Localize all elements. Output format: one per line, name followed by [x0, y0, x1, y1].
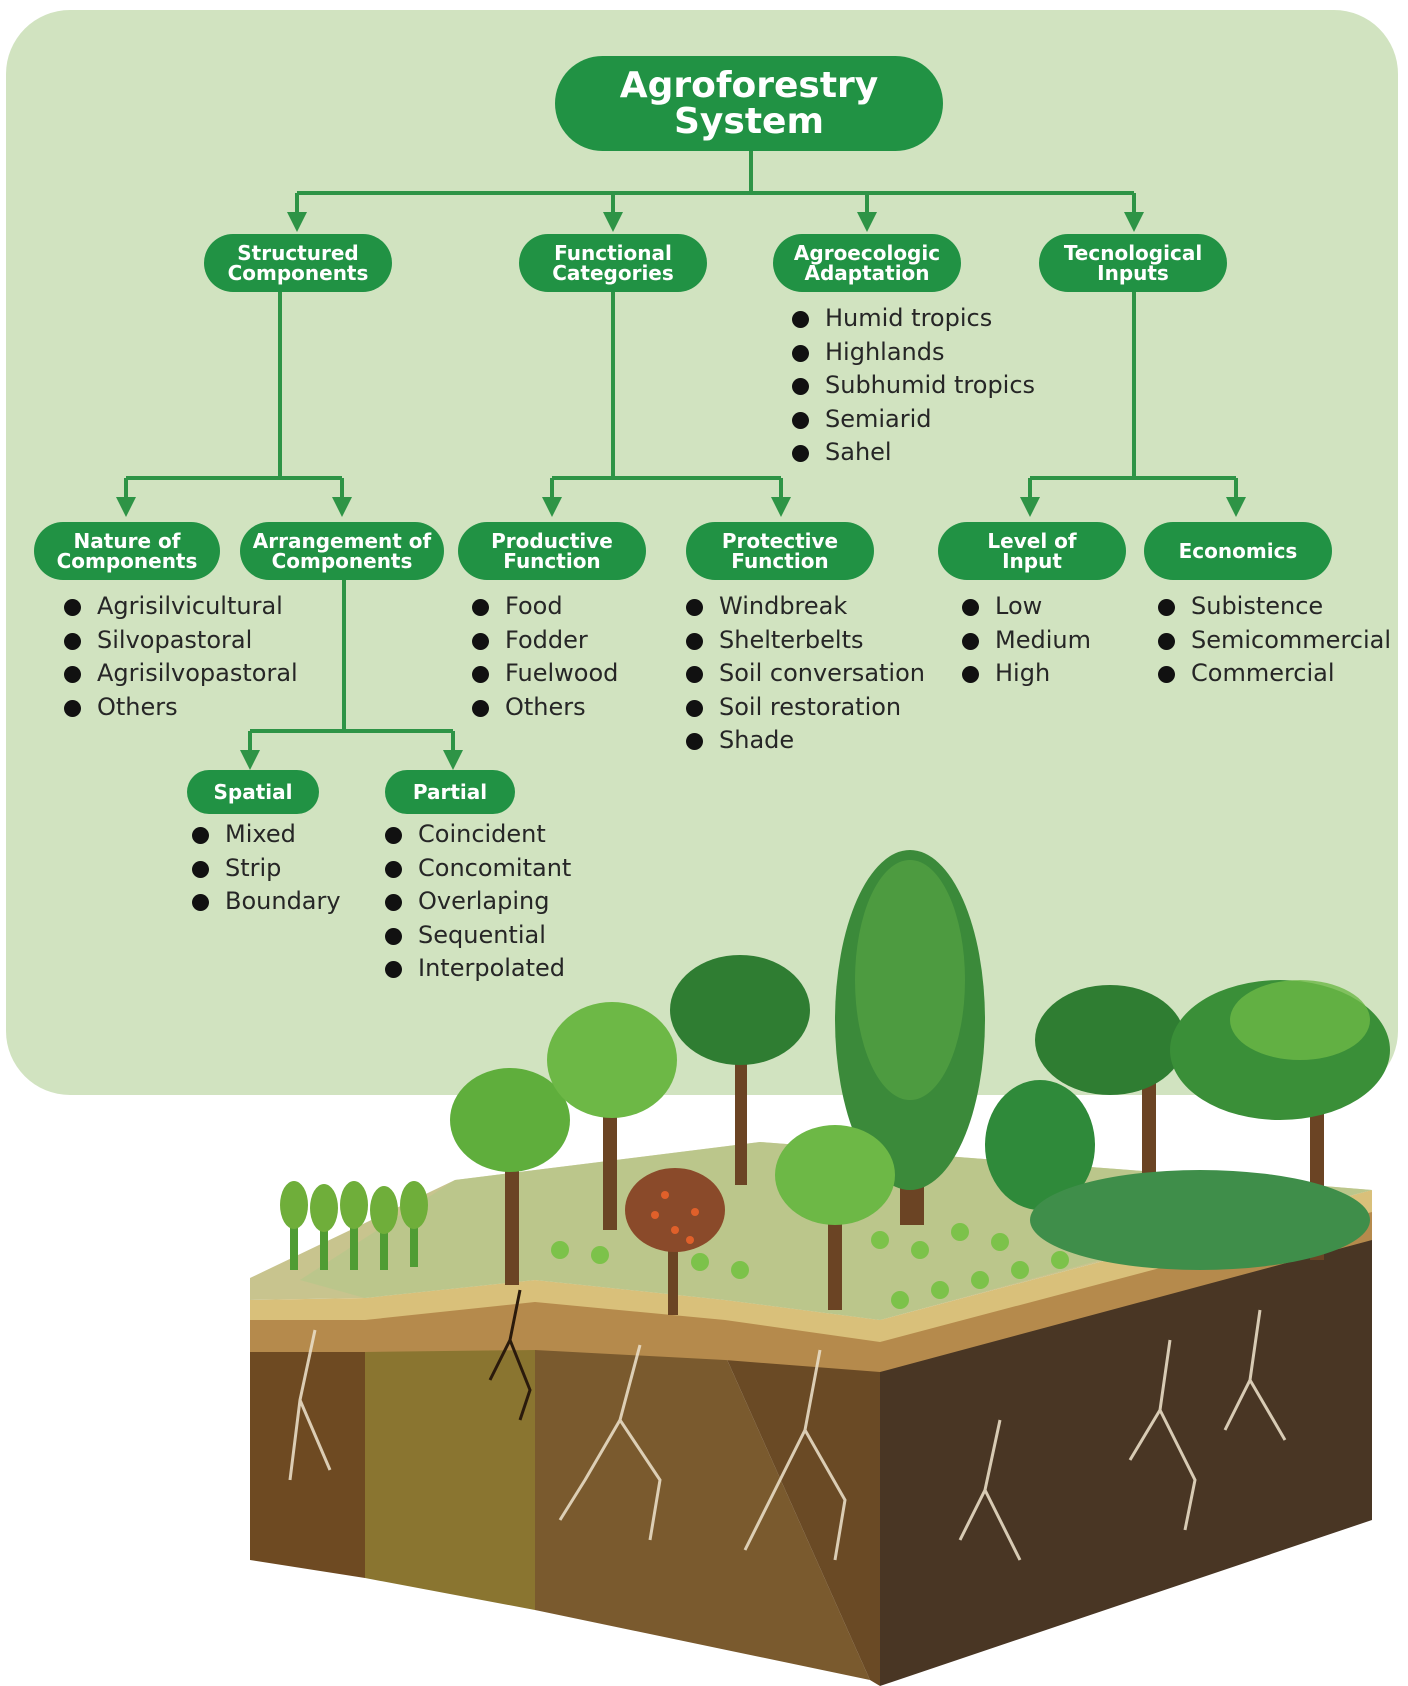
- list-item: Agrisilvicultural: [64, 590, 298, 624]
- list-item: Commercial: [1158, 657, 1391, 691]
- protective-list: Windbreak Shelterbelts Soil conversation…: [686, 590, 925, 758]
- level-input-list: Low Medium High: [962, 590, 1091, 691]
- list-item: Others: [472, 691, 618, 725]
- list-item: Shelterbelts: [686, 624, 925, 658]
- list-item: Shade: [686, 724, 925, 758]
- list-item: Soil conversation: [686, 657, 925, 691]
- list-item: Windbreak: [686, 590, 925, 624]
- partial-node: Partial: [385, 770, 515, 814]
- list-item: Fuelwood: [472, 657, 618, 691]
- list-item: Highlands: [792, 336, 1035, 370]
- nature-list: Agrisilvicultural Silvopastoral Agrisilv…: [64, 590, 298, 724]
- list-item: Soil restoration: [686, 691, 925, 725]
- functional-categories-node: Functional Categories: [519, 234, 707, 292]
- list-item: Interpolated: [385, 952, 571, 986]
- list-item: Food: [472, 590, 618, 624]
- list-item: Low: [962, 590, 1091, 624]
- productive-list: Food Fodder Fuelwood Others: [472, 590, 618, 724]
- list-item: Sequential: [385, 919, 571, 953]
- technological-inputs-node: Tecnological Inputs: [1039, 234, 1227, 292]
- list-item: Others: [64, 691, 298, 725]
- agroecologic-list: Humid tropics Highlands Subhumid tropics…: [792, 302, 1035, 470]
- list-item: Sahel: [792, 436, 1035, 470]
- economics-list: Subistence Semicommercial Commercial: [1158, 590, 1391, 691]
- list-item: High: [962, 657, 1091, 691]
- spatial-node: Spatial: [187, 770, 319, 814]
- list-item: Fodder: [472, 624, 618, 658]
- list-item: Semiarid: [792, 403, 1035, 437]
- list-item: Mixed: [192, 818, 341, 852]
- agroecologic-adaptation-node: Agroecologic Adaptation: [773, 234, 961, 292]
- list-item: Subhumid tropics: [792, 369, 1035, 403]
- productive-function-node: Productive Function: [458, 522, 646, 580]
- nature-of-components-node: Nature of Components: [34, 522, 220, 580]
- level-of-input-node: Level of Input: [938, 522, 1126, 580]
- root-node: Agroforestry System: [555, 56, 943, 151]
- list-item: Medium: [962, 624, 1091, 658]
- list-item: Silvopastoral: [64, 624, 298, 658]
- list-item: Overlaping: [385, 885, 571, 919]
- list-item: Semicommercial: [1158, 624, 1391, 658]
- structured-components-node: Structured Components: [204, 234, 392, 292]
- protective-function-node: Protective Function: [686, 522, 874, 580]
- list-item: Subistence: [1158, 590, 1391, 624]
- list-item: Strip: [192, 852, 341, 886]
- list-item: Coincident: [385, 818, 571, 852]
- list-item: Agrisilvopastoral: [64, 657, 298, 691]
- partial-list: Coincident Concomitant Overlaping Sequen…: [385, 818, 571, 986]
- economics-node: Economics: [1144, 522, 1332, 580]
- list-item: Concomitant: [385, 852, 571, 886]
- list-item: Boundary: [192, 885, 341, 919]
- arrangement-of-components-node: Arrangement of Components: [240, 522, 444, 580]
- list-item: Humid tropics: [792, 302, 1035, 336]
- spatial-list: Mixed Strip Boundary: [192, 818, 341, 919]
